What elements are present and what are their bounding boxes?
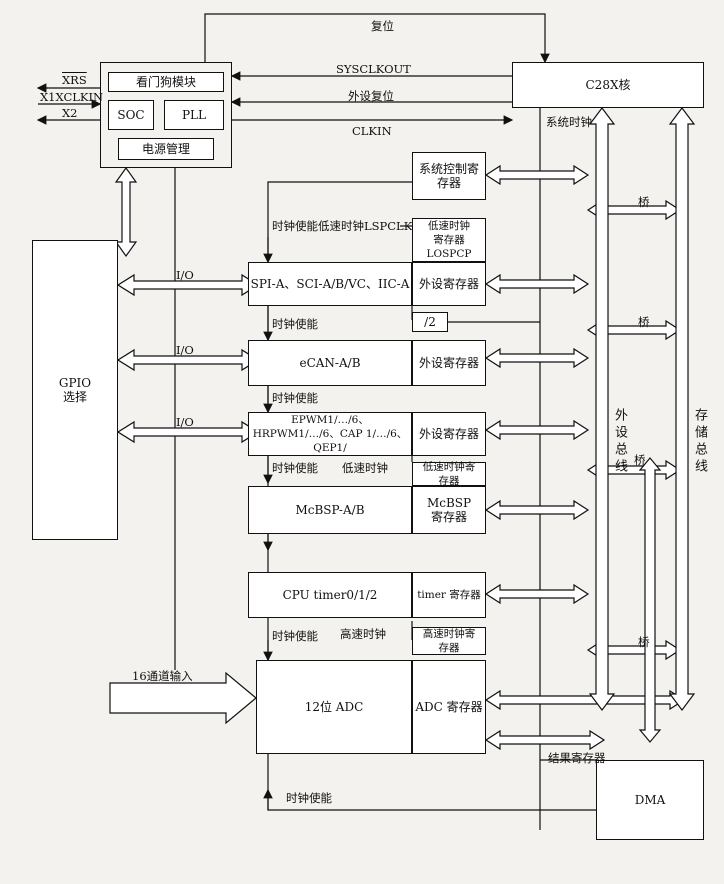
soc-gpio-arrow bbox=[114, 166, 138, 258]
mcbsp-block: McBSP-A/B bbox=[248, 486, 412, 534]
div2-block: /2 bbox=[412, 312, 448, 332]
high-clk-label: 高速时钟 bbox=[340, 627, 386, 641]
reset-line bbox=[204, 13, 550, 64]
clk-en-label-3: 时钟使能 bbox=[272, 461, 318, 475]
watchdog-block: 看门狗模块 bbox=[108, 72, 224, 92]
mcbsp-reg: McBSP 寄存器 bbox=[412, 486, 486, 534]
periph-bus-label: 外设总线 bbox=[612, 408, 627, 476]
reset-label: 复位 bbox=[371, 19, 394, 33]
clkin-label: CLKIN bbox=[352, 124, 392, 138]
epwm-block: EPWM1/…/6、 HRPWM1/…/6、CAP 1/…/6、 QEP1/ bbox=[248, 412, 412, 456]
power-mgmt-block: 电源管理 bbox=[118, 138, 214, 160]
low-clk-label: 低速时钟 bbox=[342, 461, 388, 475]
io-label-2: I/O bbox=[176, 343, 194, 357]
bridge-label-3: 桥 bbox=[634, 453, 646, 467]
result-reg-label: 结果寄存器 bbox=[548, 751, 606, 765]
x1xclkin-label: X1XCLKIN bbox=[40, 90, 104, 104]
spi-periph-reg: 外设寄存器 bbox=[412, 262, 486, 306]
sysclk-label: 系统时钟 bbox=[546, 115, 592, 129]
adc-reg: ADC 寄存器 bbox=[412, 660, 486, 754]
bridge-label-2: 桥 bbox=[638, 315, 650, 329]
x2-label: X2 bbox=[62, 106, 78, 120]
c28x-core: C28X核 bbox=[512, 62, 704, 108]
adc-input-arrow bbox=[109, 671, 257, 725]
spi-sci-iic-block: SPI-A、SCI-A/B/VC、IIC-A bbox=[248, 262, 412, 306]
epwm-periph-reg: 外设寄存器 bbox=[412, 412, 486, 456]
io-label-3: I/O bbox=[176, 415, 194, 429]
sysctrl-reg-block: 系统控制寄 存器 bbox=[412, 152, 486, 200]
clk-en-label-2: 时钟使能 bbox=[272, 391, 318, 405]
ecan-periph-reg: 外设寄存器 bbox=[412, 340, 486, 386]
sysclkout-label: SYSCLKOUT bbox=[336, 62, 411, 76]
ch16-label: 16通道输入 bbox=[132, 669, 193, 683]
cpu-timer-block: CPU timer0/1/2 bbox=[248, 572, 412, 618]
chip-control-group bbox=[100, 62, 232, 168]
memory-bus bbox=[668, 107, 696, 711]
periph-reset-label: 外设复位 bbox=[348, 89, 394, 103]
adc-block: 12位 ADC bbox=[256, 660, 412, 754]
clk-en-lsp-label: 时钟使能低速时钟LSPCLK bbox=[272, 219, 413, 233]
peripheral-bus bbox=[588, 107, 616, 711]
highclk-reg-block: 高速时钟寄 存器 bbox=[412, 627, 486, 655]
pll-block: PLL bbox=[164, 100, 224, 130]
lowclk-reg-block: 低速时钟寄 存器 bbox=[412, 461, 486, 487]
dma-block: DMA bbox=[596, 760, 704, 840]
soc-block: SOC bbox=[108, 100, 154, 130]
mem-bus-label: 存储总线 bbox=[692, 408, 707, 476]
clk-en-label-1: 时钟使能 bbox=[272, 317, 318, 331]
bridge-label-1: 桥 bbox=[638, 195, 650, 209]
xrs-label: XRS bbox=[62, 73, 87, 87]
gpio-block: GPIO 选择 bbox=[32, 240, 118, 540]
io-label-1: I/O bbox=[176, 268, 194, 282]
ecan-block: eCAN-A/B bbox=[248, 340, 412, 386]
timer-reg: timer 寄存器 bbox=[412, 572, 486, 618]
bridge-label-4: 桥 bbox=[638, 635, 650, 649]
clk-en-label-5: 时钟使能 bbox=[286, 791, 332, 805]
lospcp-reg-block: 低速时钟 寄存器 LOSPCP bbox=[412, 218, 486, 262]
clk-en-label-4: 时钟使能 bbox=[272, 629, 318, 643]
